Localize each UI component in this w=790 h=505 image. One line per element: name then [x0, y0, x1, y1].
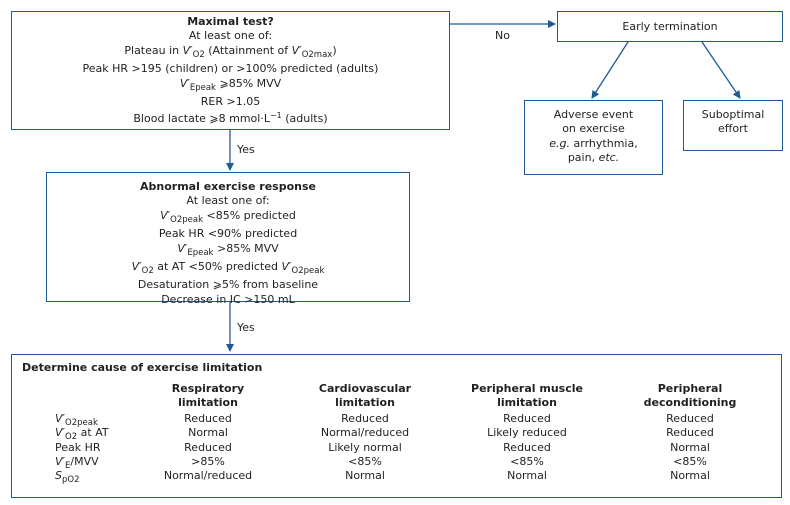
cause-limitation-box: Determine cause of exercise limitation R…	[11, 354, 782, 498]
abnormal-response-box: Abnormal exercise response At least one …	[46, 172, 410, 306]
table-cell: <85%	[348, 455, 382, 468]
criterion-ve-peak: V′Epeak ⩾85% MVV	[179, 76, 282, 93]
table-cell: Likely reduced	[487, 426, 567, 439]
row-label-spo2: SpO2	[55, 469, 80, 485]
cause-title: Determine cause of exercise limitation	[22, 361, 263, 374]
table-cell: Reduced	[666, 426, 714, 439]
table-cell: Normal	[507, 469, 547, 482]
table-cell: Normal	[670, 469, 710, 482]
table-cell: Normal	[345, 469, 385, 482]
table-cell: Reduced	[184, 412, 232, 425]
maximal-test-intro: At least one of:	[188, 29, 273, 43]
table-cell: Reduced	[184, 441, 232, 454]
criterion-plateau: Plateau in V′O2 (Attainment of V′O2max)	[124, 43, 337, 60]
table-cell: Normal/reduced	[163, 469, 253, 482]
yes-label-1: Yes	[237, 143, 255, 156]
adverse-event-box: Adverse event on exercise e.g. arrhythmi…	[524, 100, 663, 175]
table-cell: Reduced	[503, 412, 551, 425]
table-cell: Likely normal	[328, 441, 402, 454]
table-cell: Normal	[188, 426, 228, 439]
criterion-lactate: Blood lactate ⩾8 mmol·L−1 (adults)	[133, 111, 328, 126]
table-cell: >85%	[191, 455, 225, 468]
row-label-vo2peak: V′O2peak	[55, 412, 98, 428]
early-termination-box: Early termination	[557, 11, 783, 42]
table-cell: <85%	[673, 455, 707, 468]
suboptimal-effort-box: Suboptimal effort	[683, 100, 783, 151]
table-cell: Reduced	[666, 412, 714, 425]
maximal-test-box: Maximal test? At least one of: Plateau i…	[11, 11, 450, 130]
row-label-ve-mvv: V′E/MVV	[55, 455, 99, 471]
yes-label-2: Yes	[237, 321, 255, 334]
no-label: No	[495, 29, 510, 42]
row-label-peak-hr: Peak HR	[55, 441, 101, 454]
early-termination-title: Early termination	[622, 20, 718, 33]
arrow-adverse	[591, 41, 629, 99]
criterion-rer: RER >1.05	[200, 95, 261, 109]
table-cell: Reduced	[503, 441, 551, 454]
arrow-suboptimal	[701, 41, 741, 99]
table-cell: Normal/reduced	[320, 426, 410, 439]
table-cell: Normal	[670, 441, 710, 454]
criterion-peak-hr: Peak HR >195 (children) or >100% predict…	[82, 62, 379, 76]
table-cell: <85%	[510, 455, 544, 468]
maximal-test-title: Maximal test?	[187, 15, 274, 28]
table-cell: Reduced	[341, 412, 389, 425]
row-label-vo2-at: V′O2 at AT	[55, 426, 109, 442]
